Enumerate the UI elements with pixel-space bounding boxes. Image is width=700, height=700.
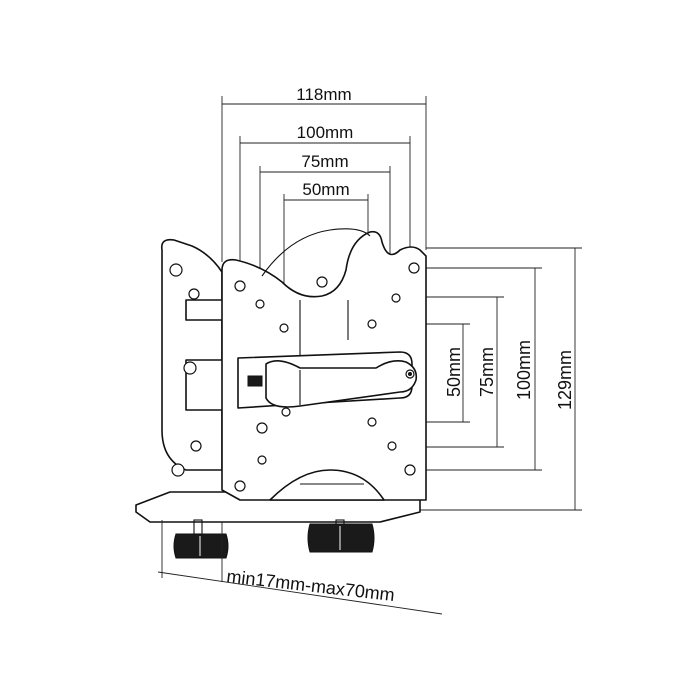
front-hole-11 (234, 480, 246, 492)
rear-hole-1 (169, 263, 183, 277)
front-hole-6 (391, 293, 401, 303)
rear-plate (160, 238, 223, 471)
strap-screw (247, 375, 263, 387)
front-plate-arch (261, 228, 371, 277)
label-75mm-top: 75mm (301, 152, 348, 171)
lower-arch (269, 469, 385, 501)
strap-hole-dot (408, 372, 412, 376)
rear-hole-4 (171, 463, 185, 477)
front-hole-1 (234, 280, 246, 292)
front-hole-7 (367, 319, 377, 329)
clamp-strap (265, 360, 418, 408)
label-100mm-right: 100mm (514, 340, 534, 400)
front-hole-3 (279, 323, 289, 333)
front-hole-12 (367, 417, 377, 427)
label-50mm-right: 50mm (444, 347, 464, 397)
front-hole-9 (281, 407, 291, 417)
clamp-knob-right (307, 519, 375, 553)
label-129mm-right: 129mm (555, 350, 575, 410)
rear-hole-3 (183, 361, 197, 375)
front-hole-5 (408, 262, 420, 274)
top-dimensions: 118mm 100mm 75mm 50mm (221, 85, 427, 325)
front-hole-10 (257, 455, 267, 465)
clamp-knob-left (173, 519, 229, 559)
mount-bracket (135, 228, 443, 615)
rear-hole-2 (188, 288, 200, 300)
front-hole-4 (316, 276, 328, 288)
dim-line-clamp (157, 571, 443, 615)
front-hole-13 (387, 441, 397, 451)
label-clamp-range: min17mm-max70mm (226, 566, 396, 605)
front-hole-8 (256, 422, 268, 434)
label-100mm-top: 100mm (297, 123, 354, 142)
label-75mm-right: 75mm (477, 347, 497, 397)
label-118mm: 118mm (296, 85, 351, 104)
front-hole-14 (404, 464, 416, 476)
label-50mm-top: 50mm (302, 180, 349, 199)
front-hole-2 (255, 299, 265, 309)
rear-hole-5 (190, 440, 202, 452)
